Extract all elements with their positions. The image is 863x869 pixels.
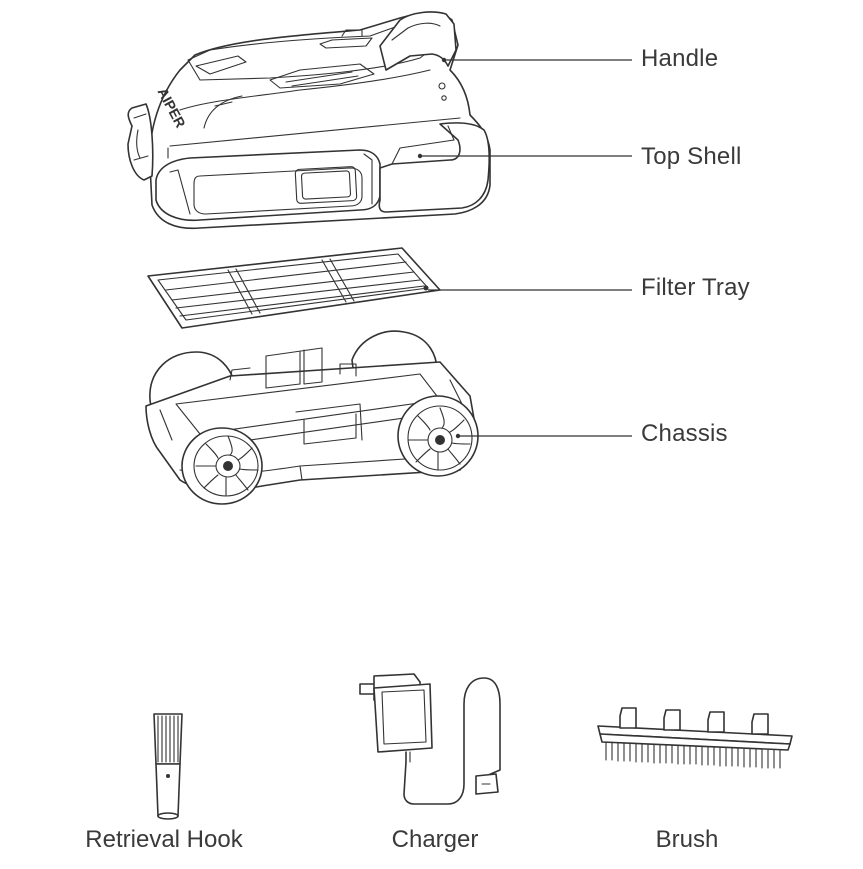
chassis-illustration [145,330,479,505]
brush-illustration [597,707,793,769]
retrieval-hook-illustration [130,666,183,820]
charger-illustration [359,673,501,805]
brush-caption: Brush [655,826,719,853]
top-shell-label: Top Shell [641,143,742,170]
chassis-right-wheel [397,395,479,477]
handle-label: Handle [641,45,719,72]
retrieval-hook-caption: Retrieval Hook [85,826,243,853]
chassis-label: Chassis [641,420,728,447]
top-shell-illustration: AIPER [127,11,491,230]
filter-tray-illustration [147,247,441,329]
charger-caption: Charger [391,826,479,853]
chassis-left-wheel [181,427,263,505]
leader-lines [417,57,632,439]
filter-tray-label: Filter Tray [641,274,750,301]
